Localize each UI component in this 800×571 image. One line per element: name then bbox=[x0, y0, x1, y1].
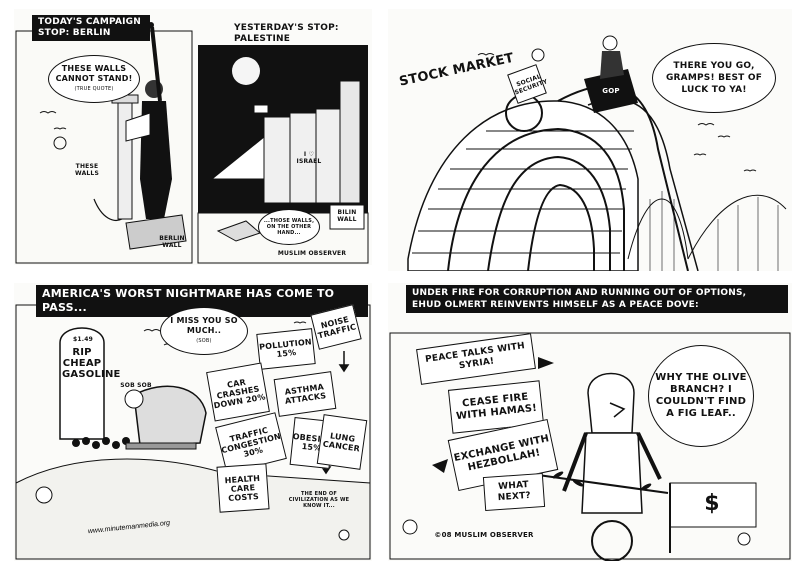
panel-stock-market: Stock Market Social Security GOP There y… bbox=[388, 9, 792, 271]
berlin-wall-label: Berlin Wall bbox=[159, 235, 185, 249]
sign-car-crashes: Car Crashes Down 20% bbox=[206, 362, 270, 422]
panel2-speech-text: There you go, Gramps! Best of luck to ya… bbox=[665, 61, 763, 95]
panel3-speech-note: (Sob) bbox=[196, 338, 212, 344]
panel1-caption-right: Yesterday's Stop: Palestine bbox=[234, 23, 339, 44]
panel4-caption-line2: Ehud Olmert reinvents himself as a peace… bbox=[412, 300, 699, 310]
panel1-speech-note: (True quote) bbox=[74, 86, 114, 92]
panel1-small-speech: ...Those walls, on the other hand... bbox=[263, 218, 315, 236]
panel4-speech-bubble: Why the olive branch? I couldn't find a … bbox=[648, 345, 754, 447]
tombstone-date: $1.49 bbox=[73, 336, 93, 343]
sign-health-care-costs: Health Care Costs bbox=[216, 463, 270, 513]
dollar-sign: $ bbox=[704, 491, 720, 516]
panel3-speech-bubble: I miss you so much.. (Sob) bbox=[160, 307, 248, 355]
graffiti-label: I ♡ Israel bbox=[296, 151, 322, 165]
bilin-wall-label: Bilin Wall bbox=[337, 209, 357, 223]
panel4-speech-text: Why the olive branch? I couldn't find a … bbox=[655, 372, 747, 419]
sob-label: Sob Sob bbox=[120, 382, 152, 389]
sign-lung-cancer: Lung Cancer bbox=[316, 414, 368, 470]
panel1-signature: Muslim Observer bbox=[277, 250, 347, 257]
panel-gas-nightmare: America's worst nightmare has come to pa… bbox=[14, 283, 372, 561]
gop-label: GOP bbox=[602, 87, 620, 95]
panel1-speech-bubble: These walls cannot stand! (True quote) bbox=[48, 55, 140, 103]
panel4-caption-line1: Under fire for corruption and running ou… bbox=[412, 288, 747, 298]
panel-peace-dove: Under fire for corruption and running ou… bbox=[388, 283, 792, 561]
panel4-caption: Under fire for corruption and running ou… bbox=[406, 285, 788, 313]
sign-pollution: Pollution 15% bbox=[256, 328, 316, 370]
panel2-drawing bbox=[407, 35, 787, 271]
sign-what-next: What next? bbox=[482, 472, 546, 512]
these-walls-label: These walls bbox=[75, 163, 99, 177]
panel4-signature: ©08 Muslim Observer bbox=[434, 531, 534, 539]
sign-asthma-attacks: Asthma Attacks bbox=[273, 371, 337, 417]
end-of-civilization-note: The end of civilization as we know it... bbox=[288, 491, 350, 509]
panel2-speech-bubble: There you go, Gramps! Best of luck to ya… bbox=[652, 43, 776, 113]
panel-berlin-palestine: Today's Campaign Stop: Berlin Yesterday'… bbox=[14, 9, 372, 265]
panel1-small-bubble: ...Those walls, on the other hand... bbox=[258, 209, 320, 245]
panel1-speech-text: These walls cannot stand! bbox=[55, 64, 133, 83]
panel3-speech-text: I miss you so much.. bbox=[170, 316, 238, 335]
tombstone-text: RIP Cheap Gasoline bbox=[62, 347, 121, 380]
panel1-caption-left: Today's Campaign Stop: Berlin bbox=[32, 15, 150, 41]
